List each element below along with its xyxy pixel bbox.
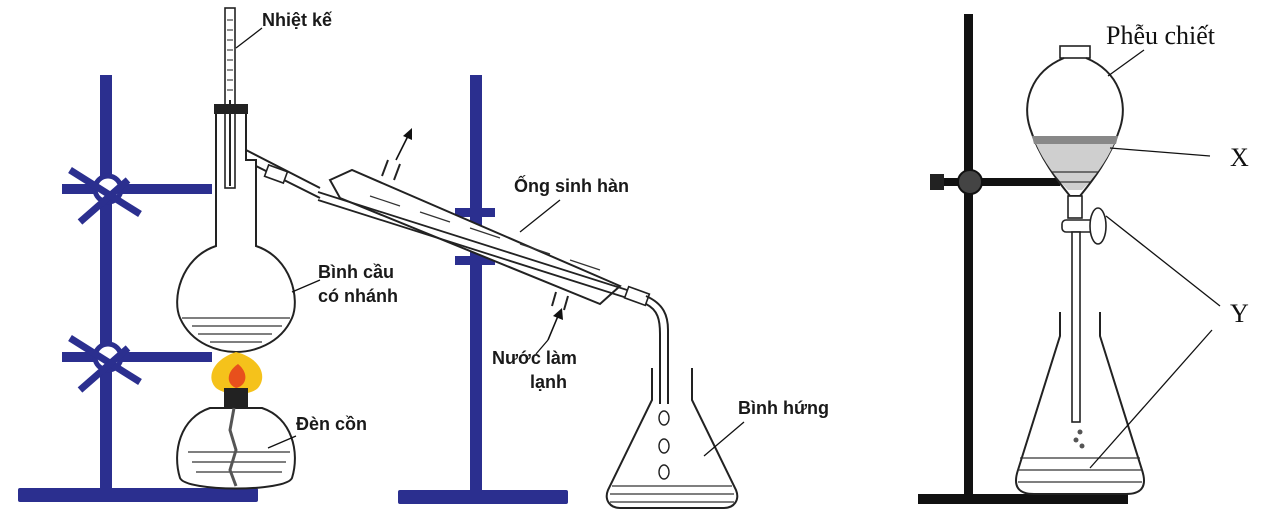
label-cooling-water-line2: lạnh (530, 372, 567, 392)
receiving-flask (605, 368, 739, 509)
delivery-tube (645, 295, 669, 404)
distillation-apparatus: Nhiệt kế Ống sinh hàn Bình cầu có nhánh … (18, 7, 829, 509)
separatory-funnel-apparatus: Phễu chiết X Y (918, 14, 1249, 504)
middle-stand (398, 75, 568, 504)
right-stand (918, 14, 1128, 504)
label-burner: Đèn cồn (296, 414, 367, 434)
label-flask-line2: có nhánh (318, 286, 398, 306)
alcohol-burner (176, 352, 296, 490)
label-thermometer: Nhiệt kế (262, 10, 333, 30)
erlenmeyer-flask (1015, 312, 1145, 495)
label-condenser: Ống sinh hàn (514, 175, 629, 196)
round-bottom-flask (176, 114, 321, 354)
label-x: X (1230, 143, 1249, 172)
label-cooling-water-line1: Nước làm (492, 348, 577, 368)
separatory-funnel (1026, 45, 1124, 449)
thermometer (214, 7, 248, 189)
leader-lines-right (1089, 49, 1221, 469)
label-flask-line1: Bình cầu (318, 262, 394, 282)
left-stand (18, 75, 258, 502)
condenser (263, 128, 651, 341)
label-receiver: Bình hứng (738, 398, 829, 418)
leader-lines-left (235, 27, 745, 457)
label-y: Y (1230, 299, 1249, 328)
label-separatory-funnel: Phễu chiết (1106, 21, 1216, 50)
